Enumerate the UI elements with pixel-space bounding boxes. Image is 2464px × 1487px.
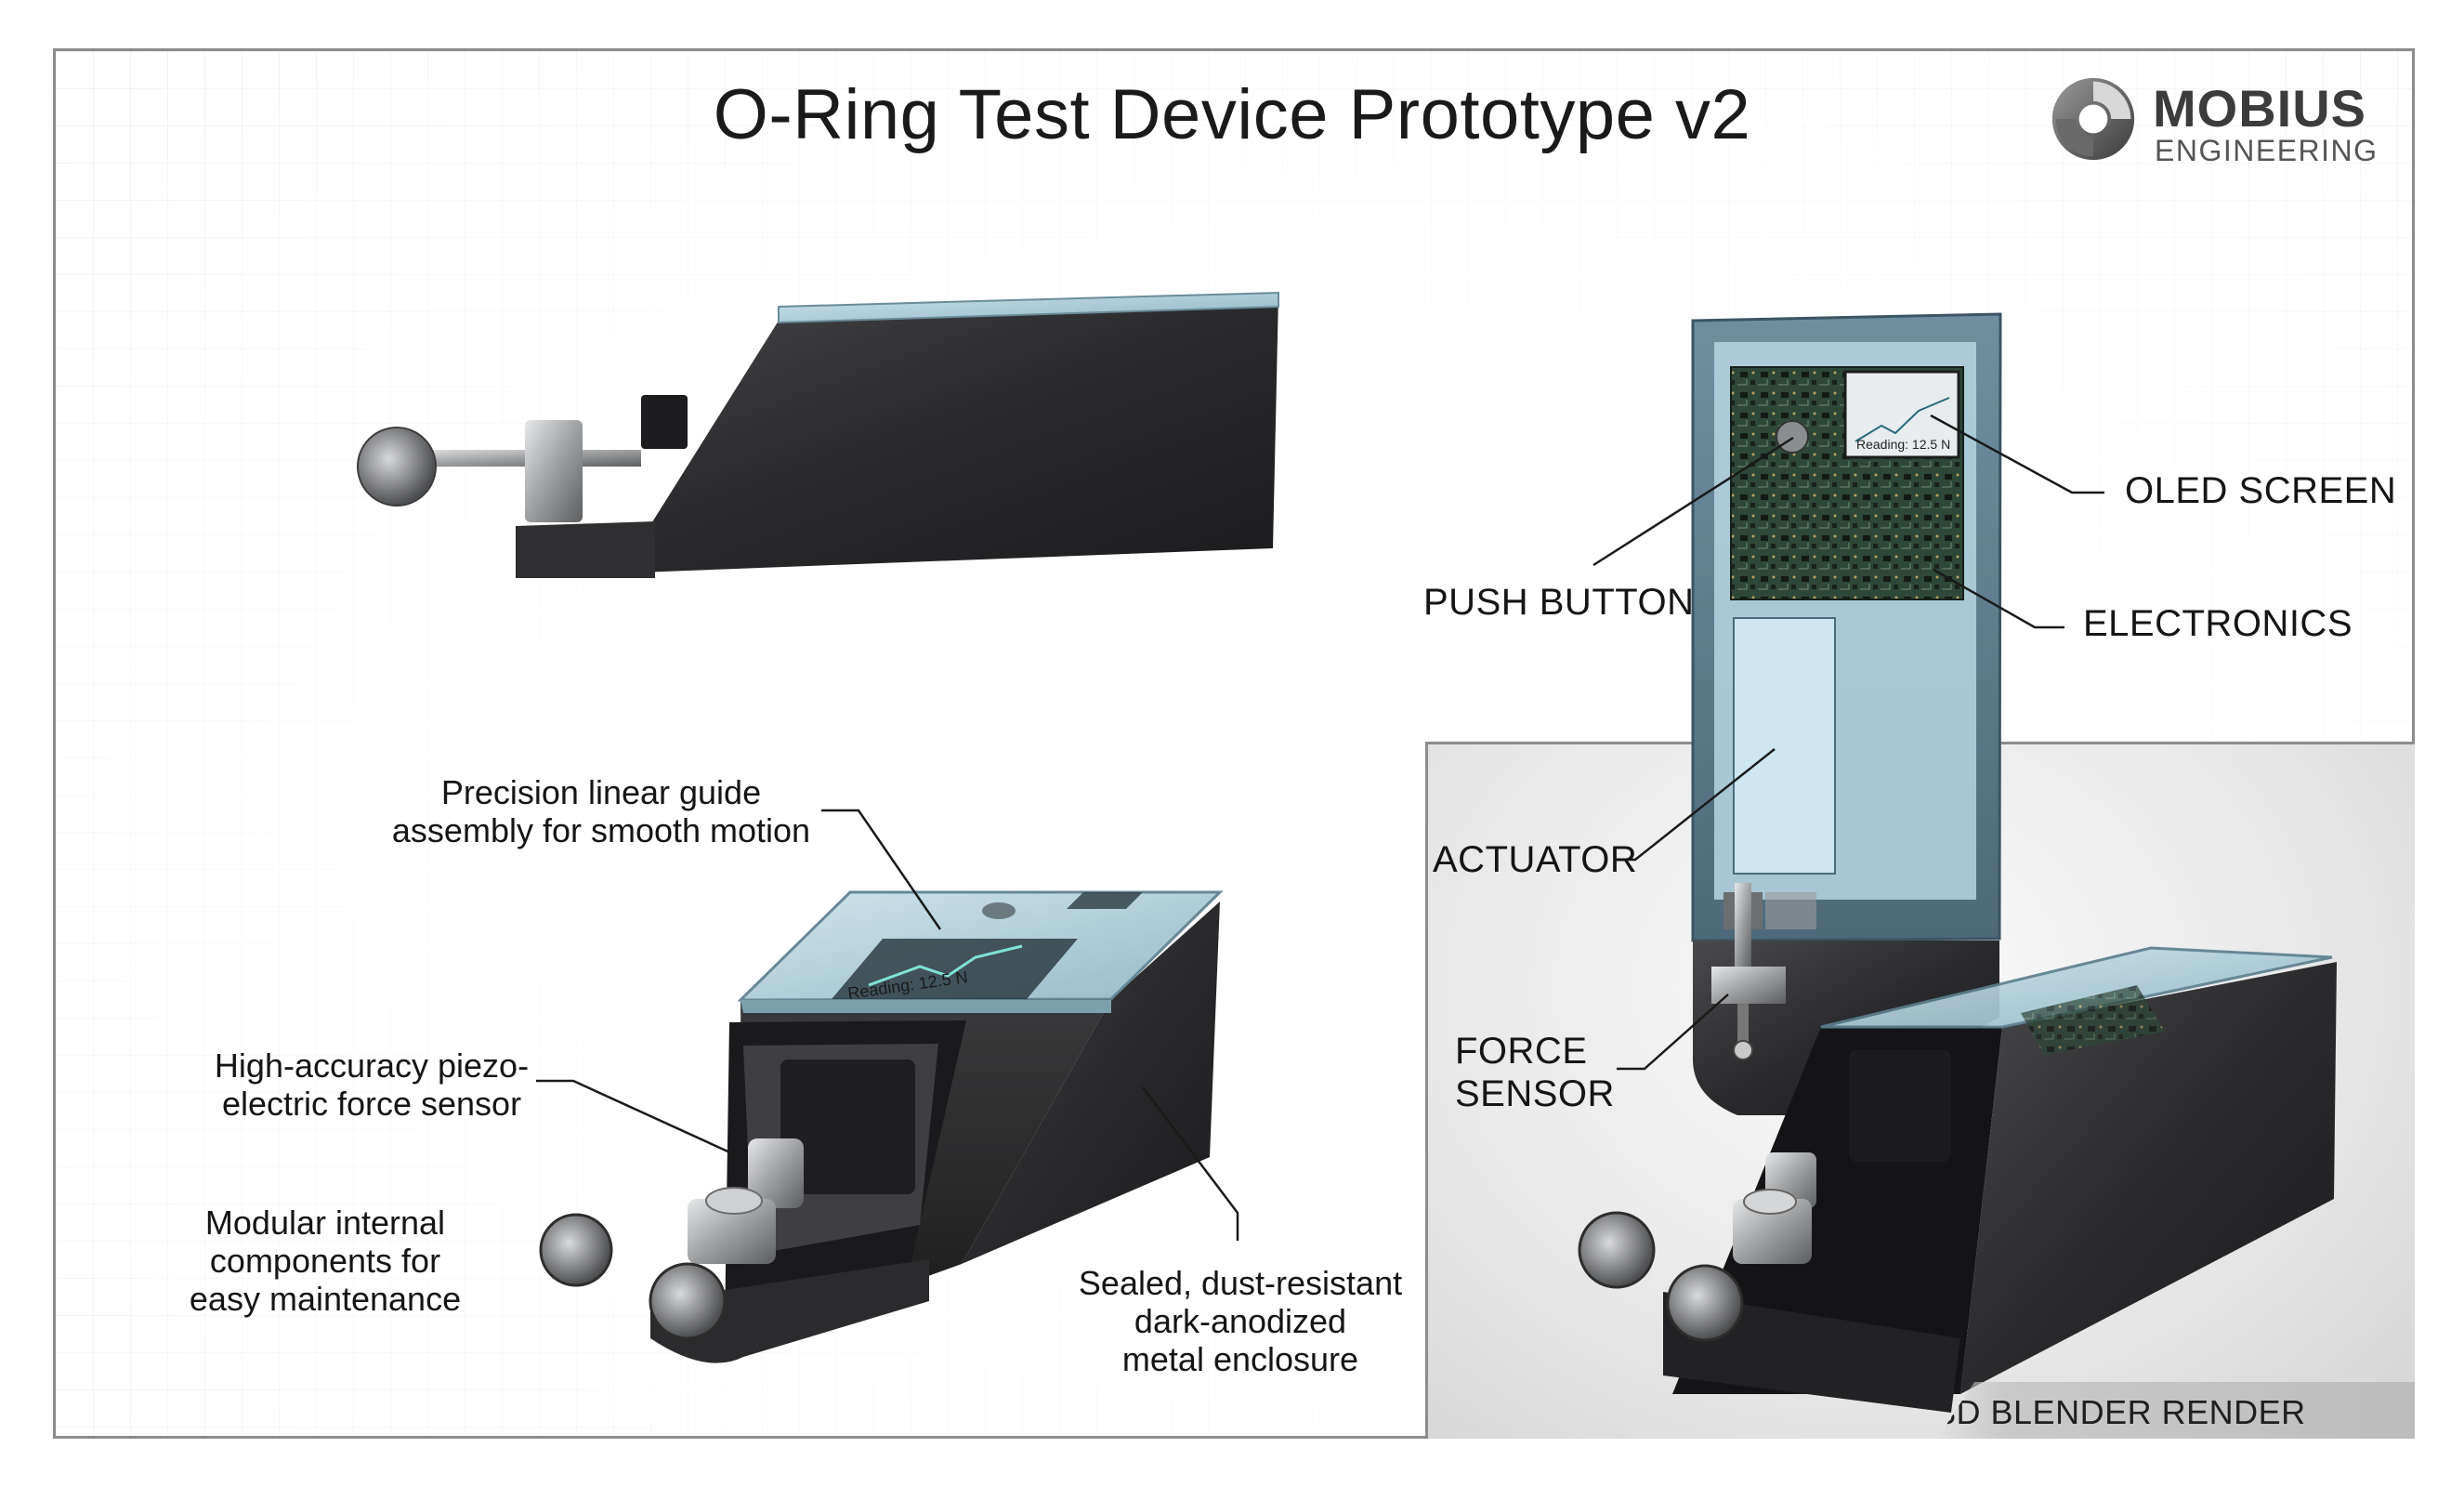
logo-name: MOBIUS: [2153, 79, 2366, 138]
label-oled-screen: OLED SCREEN: [2125, 470, 2397, 511]
mobius-swirl-icon: [2051, 77, 2135, 161]
side-profile-view: [357, 291, 1279, 578]
leader-force-sensor-cutaway: [1617, 994, 1729, 1071]
leader-linear-guide: [821, 809, 942, 930]
render-views-badge: 3D BLENDER RENDER VIEWS: [1937, 1382, 2415, 1439]
leader-enclosure: [1142, 1086, 1239, 1241]
iso-knob-front: [649, 1262, 727, 1340]
leader-electronics: [1933, 568, 2064, 629]
iso-knob-left: [539, 1213, 613, 1287]
leader-actuator: [1615, 748, 1776, 862]
iso-oled-screen: [832, 939, 1078, 999]
render-knob-left: [1578, 1211, 1656, 1289]
callout-force-sensor: High-accuracy piezo- electric force sens…: [214, 1046, 530, 1123]
page-title: O-Ring Test Device Prototype v2: [713, 75, 1751, 154]
render-views-label: 3D BLENDER RENDER VIEWS: [1937, 1393, 2306, 1470]
iso-sensor-housing: [780, 1059, 915, 1194]
leader-force-sensor: [536, 1079, 735, 1156]
label-push-button: PUSH BUTTON: [1423, 582, 1695, 623]
leader-oled-screen: [1930, 414, 2104, 494]
side-slider: [525, 420, 583, 522]
label-actuator: ACTUATOR: [1433, 839, 1638, 880]
side-knob: [357, 427, 437, 507]
callout-linear-guide: Precision linear guide assembly for smoo…: [391, 773, 811, 849]
callout-modular: Modular internal components for easy mai…: [189, 1204, 462, 1318]
side-clamp-block: [641, 395, 688, 449]
logo-subtitle: ENGINEERING: [2155, 134, 2379, 167]
callout-enclosure: Sealed, dust-resistant dark-anodized met…: [1078, 1264, 1403, 1378]
cutaway-actuator: [1733, 617, 1836, 875]
leader-lines: [536, 414, 2104, 1241]
label-electronics: ELECTRONICS: [2083, 603, 2353, 644]
iso-clamp: [688, 1199, 776, 1264]
iso-sensor-tip: [748, 1138, 804, 1208]
label-force-sensor: FORCE SENSOR: [1455, 1031, 1615, 1114]
cutaway-push-button: [1776, 420, 1809, 454]
render-knob-front: [1666, 1264, 1744, 1342]
isometric-view: [539, 890, 1224, 1363]
leader-push-button: [1592, 436, 1794, 567]
company-logo: MOBIUS ENGINEERING: [2049, 74, 2402, 167]
render-device: [1578, 946, 2337, 1413]
cutaway-screen-reading: Reading: 12.5 N: [1856, 437, 1951, 452]
cutaway-oled-screen: [1843, 370, 1960, 459]
